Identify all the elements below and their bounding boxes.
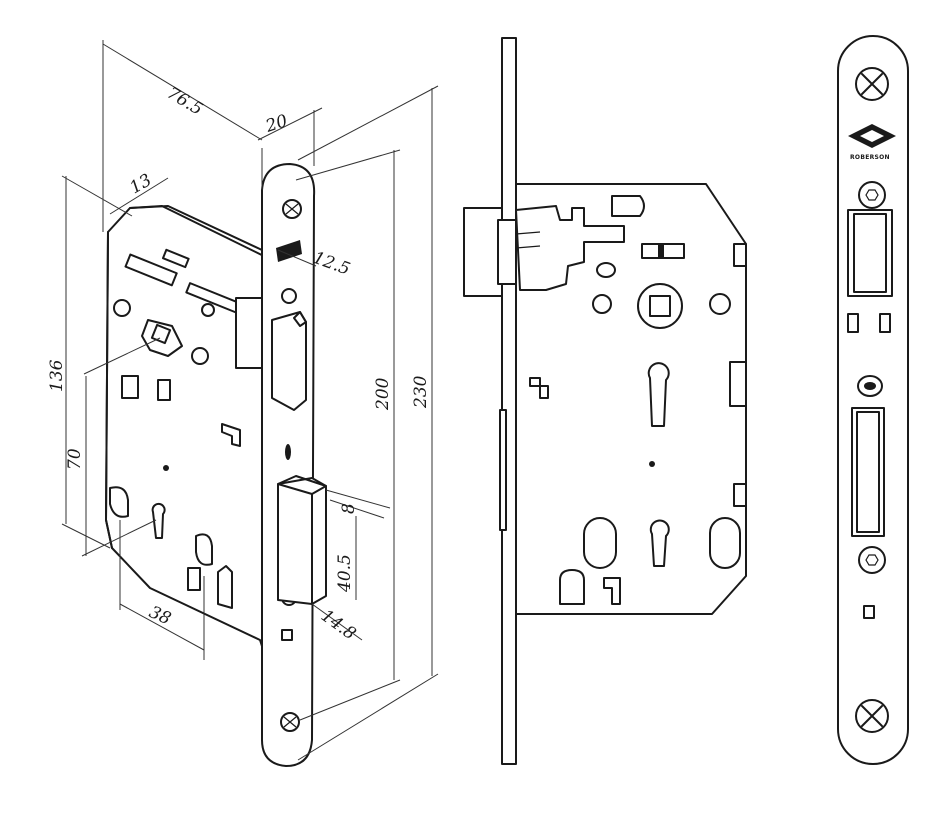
dim-136-label: 136 xyxy=(47,359,67,392)
slot-detail xyxy=(124,253,178,287)
mechanism-detail xyxy=(529,377,549,399)
bolt-groove xyxy=(499,409,507,531)
extension-line xyxy=(81,519,157,557)
dim-13-label: 13 xyxy=(127,170,156,198)
screw-icon xyxy=(281,288,297,304)
brand-logo-text: ROBERSON xyxy=(850,154,890,161)
latch-mechanism xyxy=(515,205,625,291)
screw-cross xyxy=(861,73,883,95)
dim-200-label: 200 xyxy=(373,377,393,411)
dim-line-8 xyxy=(329,499,385,519)
slot-detail xyxy=(658,244,664,258)
extension-line xyxy=(61,175,133,217)
screw-hole xyxy=(592,294,612,314)
hex-screw-icon xyxy=(858,181,886,209)
pivot-point xyxy=(649,461,655,467)
mechanism-detail xyxy=(603,577,621,605)
mechanism-detail xyxy=(157,379,171,401)
lock-case-body xyxy=(105,205,277,691)
mechanism-detail xyxy=(121,375,139,399)
case-back-edge xyxy=(105,231,113,549)
small-square xyxy=(863,605,875,619)
side-tab xyxy=(729,361,747,407)
oval-slot xyxy=(195,533,213,566)
screw-slot xyxy=(283,716,297,728)
latch-bolt xyxy=(271,311,307,411)
latch-top-face xyxy=(293,311,307,327)
dead-bolt-top xyxy=(277,475,327,495)
key-cam-slot xyxy=(285,444,291,460)
extension-line xyxy=(325,489,391,509)
dead-bolt xyxy=(277,477,327,605)
case-top-edge xyxy=(129,205,263,251)
extension-line xyxy=(297,85,439,161)
oval-slot xyxy=(109,486,129,518)
side-view-lock xyxy=(463,37,747,765)
extension-line xyxy=(295,149,401,181)
screw-slot xyxy=(285,203,299,215)
latch-face xyxy=(853,213,887,293)
small-square xyxy=(879,313,891,333)
side-tab xyxy=(733,483,747,507)
hex-socket xyxy=(865,189,879,201)
mechanism-detail xyxy=(221,423,241,447)
dim-70-label: 70 xyxy=(65,448,85,470)
dim-line-20 xyxy=(257,107,323,141)
spindle-square xyxy=(649,295,671,317)
dim-line-38 xyxy=(119,603,205,651)
hex-screw-icon xyxy=(858,546,886,574)
small-hole xyxy=(596,262,616,278)
u-clip xyxy=(559,569,585,605)
oval-slot xyxy=(583,517,617,569)
u-clip xyxy=(611,195,645,217)
oval-slot xyxy=(709,517,741,569)
dimension-lines: 76.5 20 13 12.5 136 70 38 200 230 xyxy=(47,40,439,761)
screw-hole xyxy=(709,293,731,315)
key-cam-center xyxy=(864,382,876,390)
slot-detail xyxy=(162,248,190,269)
hex-socket xyxy=(865,554,879,566)
dim-12-5-label: 12.5 xyxy=(310,248,352,280)
extension-line xyxy=(299,679,401,721)
keyhole-lower xyxy=(649,519,670,567)
spindle-square xyxy=(150,323,172,345)
extension-line xyxy=(83,337,161,375)
dim-line-14-8 xyxy=(311,603,363,641)
mechanism-detail xyxy=(187,567,201,591)
keyhole xyxy=(151,502,166,539)
dim-line-13 xyxy=(109,177,169,215)
pivot-point xyxy=(163,465,169,471)
side-case-body xyxy=(515,183,747,615)
latch-neck xyxy=(497,219,517,285)
latch-marker xyxy=(276,240,302,262)
screw-hole xyxy=(201,303,215,317)
dim-8-label: 8 xyxy=(339,503,359,514)
spring-lines xyxy=(515,231,541,249)
dim-line-76-5 xyxy=(102,43,263,141)
side-faceplate xyxy=(501,37,517,765)
brand-logo-inner xyxy=(860,130,884,142)
latch-projection xyxy=(463,207,503,297)
small-square xyxy=(847,313,859,333)
small-square xyxy=(281,629,293,641)
screw-hole xyxy=(113,299,131,317)
isometric-lock-view xyxy=(105,163,327,767)
dim-230-label: 230 xyxy=(411,375,431,409)
mechanism-detail xyxy=(217,565,233,609)
dim-20-label: 20 xyxy=(262,111,290,137)
front-faceplate-view: ROBERSON xyxy=(837,35,909,765)
dim-line-12-5 xyxy=(277,249,317,267)
dim-40-5-label: 40.5 xyxy=(335,554,355,593)
dim-14-8-label: 14.8 xyxy=(317,606,360,645)
screw-hole xyxy=(191,347,209,365)
dim-38-label: 38 xyxy=(146,602,174,629)
extension-line xyxy=(297,673,439,761)
keyhole-upper xyxy=(647,362,670,427)
dead-bolt-face xyxy=(856,411,880,533)
screw-cross xyxy=(861,705,883,727)
side-tab xyxy=(733,243,747,267)
dim-76-5-label: 76.5 xyxy=(163,83,206,120)
